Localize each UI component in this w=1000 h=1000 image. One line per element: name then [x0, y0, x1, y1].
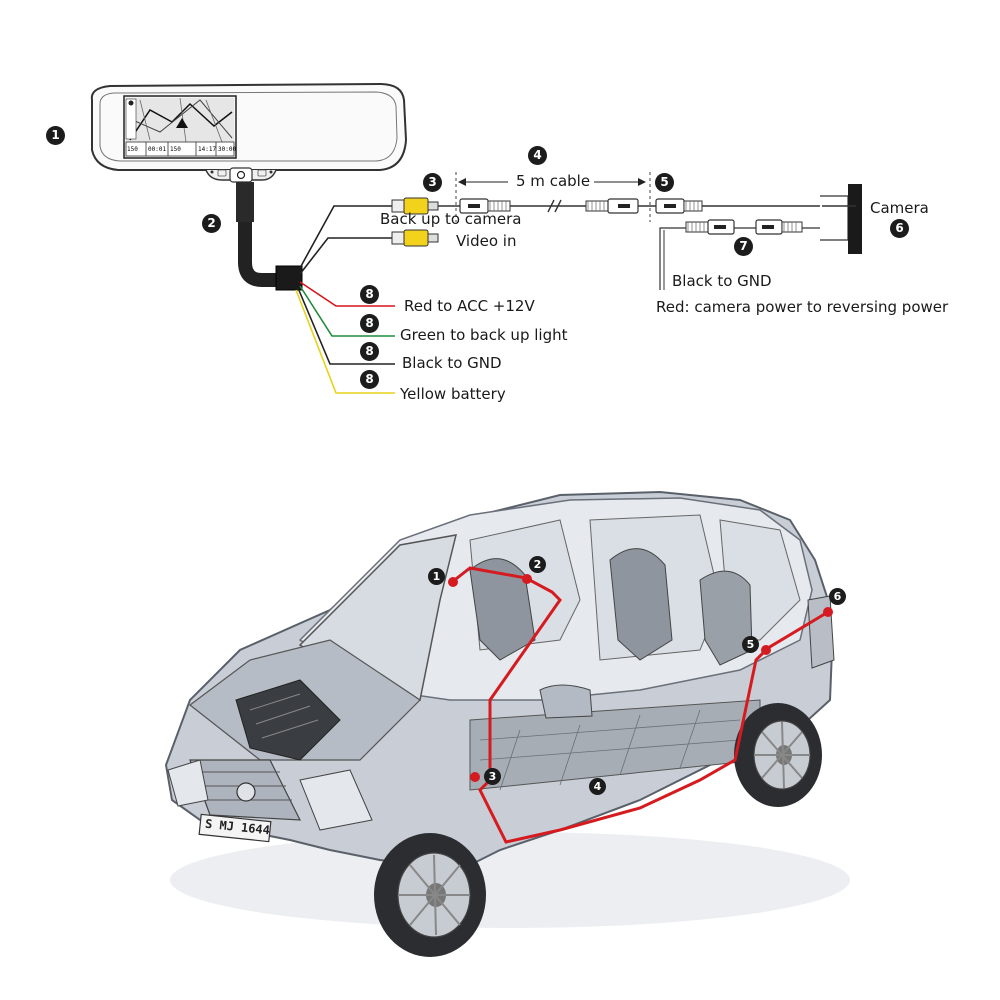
- badge-7: 7: [734, 237, 753, 256]
- route-point-2: [522, 574, 532, 584]
- screen-time-3: 30:00: [218, 146, 237, 153]
- screen-speed: 150: [127, 146, 138, 153]
- front-wheel: [374, 833, 486, 957]
- badge-5: 5: [655, 173, 674, 192]
- route-point-5: [761, 645, 771, 655]
- car-badge-6: 6: [829, 588, 846, 605]
- route-point-6: [823, 607, 833, 617]
- car-badge-3: 3: [484, 768, 501, 785]
- five-m-cable: [438, 172, 856, 222]
- badge-8-yellow: 8: [360, 370, 379, 389]
- route-point-1: [448, 577, 458, 587]
- badge-1: 1: [46, 126, 65, 145]
- badge-8-green: 8: [360, 314, 379, 333]
- green-wire-label: Green to back up light: [400, 326, 568, 344]
- rear-wheel: [734, 703, 822, 807]
- car-badge-4: 4: [589, 778, 606, 795]
- car-illustration: [164, 490, 850, 957]
- car-badge-1: 1: [428, 568, 445, 585]
- rca-video-in-connector: [391, 229, 439, 247]
- route-point-3: [470, 772, 480, 782]
- cable-route: [448, 566, 833, 844]
- screen-time-1: 00:01: [148, 146, 167, 153]
- badge-4: 4: [528, 146, 547, 165]
- camera-black-gnd-label: Black to GND: [672, 272, 772, 290]
- car-badge-2: 2: [529, 556, 546, 573]
- red-wire-label: Red to ACC +12V: [404, 297, 535, 315]
- camera-label: Camera: [870, 199, 929, 217]
- badge-8-black: 8: [360, 342, 379, 361]
- harness-wires: [295, 205, 395, 394]
- rearview-mirror: [90, 82, 408, 291]
- badge-8-red: 8: [360, 285, 379, 304]
- badge-3: 3: [423, 173, 442, 192]
- five-m-cable-label: 5 m cable: [516, 172, 591, 190]
- camera-power-label: Red: camera power to reversing power: [656, 298, 949, 316]
- badge-2: 2: [202, 214, 221, 233]
- yellow-wire-label: Yellow battery: [400, 385, 506, 403]
- video-in-label: Video in: [456, 232, 517, 250]
- camera-unit: [659, 184, 862, 290]
- black-wire-label: Black to GND: [402, 354, 502, 372]
- screen-value: 150: [170, 146, 181, 153]
- screen-time-2: 14:17: [198, 146, 217, 153]
- back-up-to-camera-label: Back up to camera: [380, 210, 522, 228]
- badge-6: 6: [890, 219, 909, 238]
- car-badge-5: 5: [742, 636, 759, 653]
